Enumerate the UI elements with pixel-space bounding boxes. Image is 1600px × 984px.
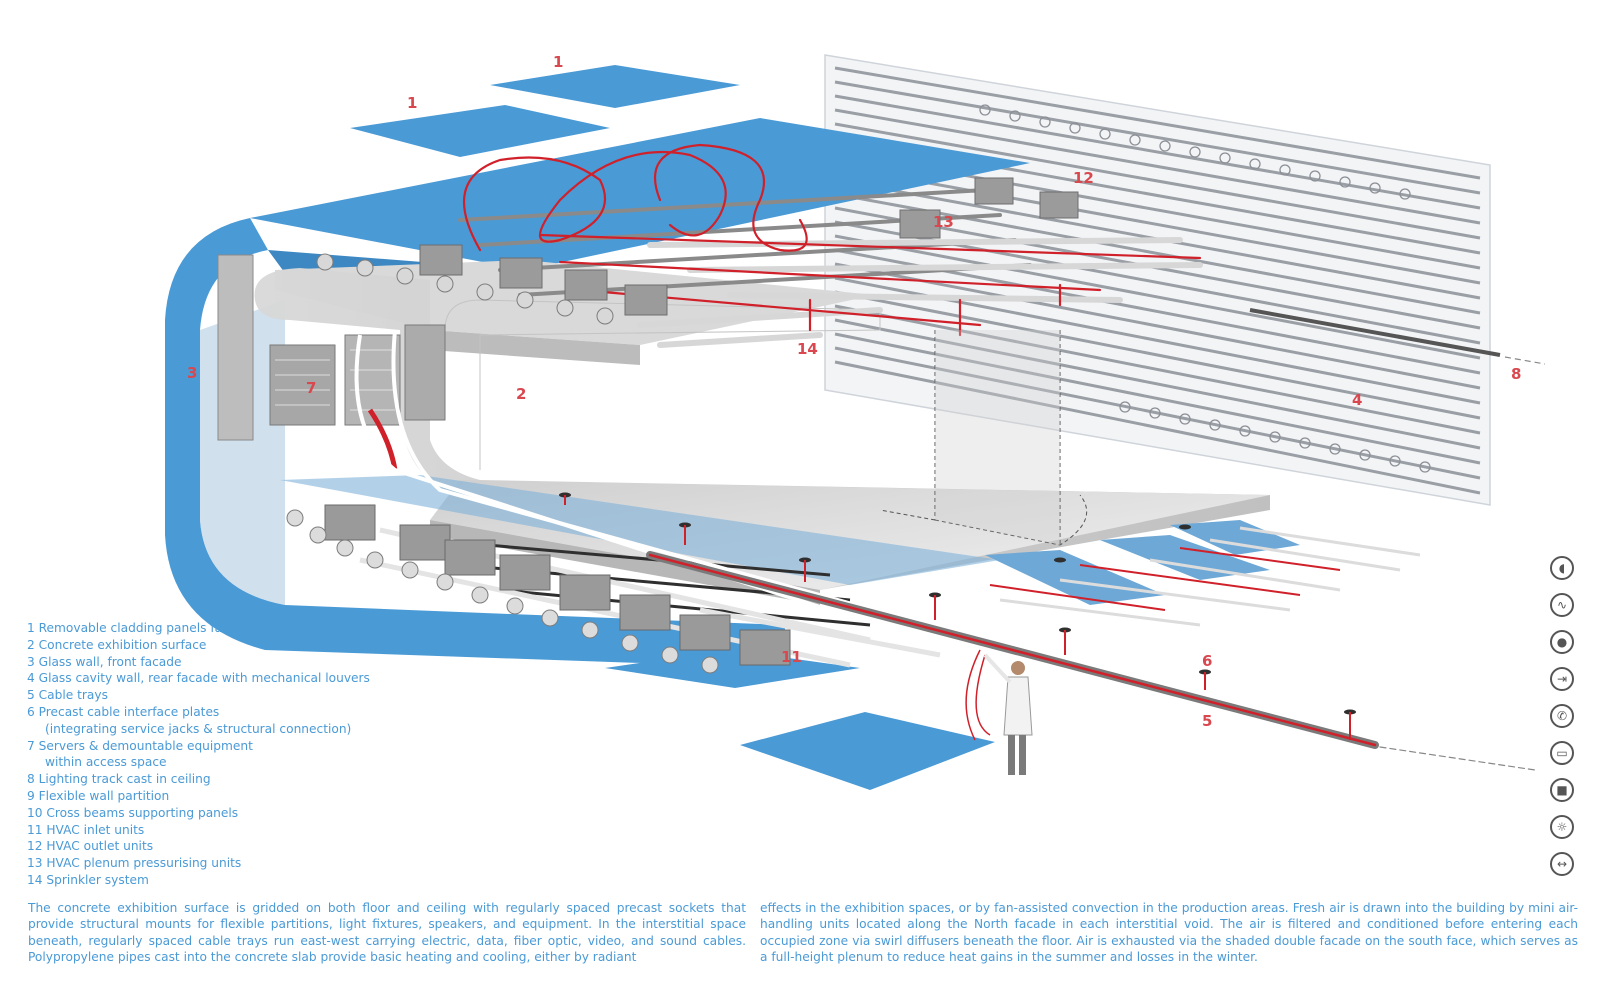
- callout-7: 7: [306, 379, 316, 397]
- callout-14: 14: [797, 340, 818, 358]
- legend-item: 12 HVAC outlet units: [27, 839, 154, 854]
- callout-4: 4: [1352, 391, 1362, 409]
- legend-item: 5 Cable trays: [27, 688, 108, 703]
- floor-substructure: [280, 329, 1536, 771]
- legend-item: 1 Removable cladding panels facing ateli…: [27, 621, 331, 635]
- legend-item: 13 HVAC plenum pressurising units: [27, 856, 242, 871]
- legend-item: 8 Lighting track cast in ceiling: [27, 772, 211, 787]
- legend: 1 Removable cladding panels facing ateli…: [27, 620, 370, 889]
- wave-icon[interactable]: ∿: [1550, 593, 1574, 617]
- person-figure: [965, 649, 1033, 775]
- callout-11: 11: [781, 648, 802, 666]
- legend-item: 9 Flexible wall partition: [27, 788, 170, 803]
- screen-icon[interactable]: ▭: [1550, 741, 1574, 765]
- cladding-panel: [490, 65, 740, 108]
- legend-item: 3 Glass wall, front facade: [27, 654, 182, 669]
- callout-numbers: 1 1 3 2 7 12 13 14 4 8 11 6 5: [187, 53, 1521, 730]
- cladding-panel: [740, 712, 995, 790]
- rear-facade-louvers: [824, 54, 1546, 506]
- microphone-icon[interactable]: ●: [1550, 630, 1574, 654]
- phone-icon[interactable]: ✆: [1550, 704, 1574, 728]
- cladding-panel: [350, 105, 610, 157]
- legend-item-continuation: (integrating service jacks & structural …: [45, 721, 352, 736]
- callout-8: 8: [1511, 365, 1521, 383]
- callout-12: 12: [1073, 169, 1094, 187]
- description-right: effects in the exhibition spaces, or by …: [760, 901, 1578, 964]
- callout-13: 13: [933, 213, 954, 231]
- input-icon[interactable]: ⇥: [1550, 667, 1574, 691]
- camera-icon[interactable]: ■: [1550, 778, 1574, 802]
- callout-1-left: 1: [407, 94, 417, 112]
- server-racks: [217, 254, 446, 471]
- legend-item: 2 Concrete exhibition surface: [27, 637, 207, 652]
- network-icon[interactable]: ↔: [1550, 852, 1574, 876]
- lightbulb-icon[interactable]: ☼: [1550, 815, 1574, 839]
- legend-item-continuation: within access space: [45, 755, 167, 770]
- legend-item: 11 HVAC inlet units: [27, 822, 145, 837]
- callout-6: 6: [1202, 652, 1212, 670]
- legend-item: 4 Glass cavity wall, rear facade with me…: [27, 671, 370, 686]
- speaker-icon[interactable]: ◖: [1550, 556, 1574, 580]
- callout-3: 3: [187, 364, 197, 382]
- legend-item: 7 Servers & demountable equipment: [27, 738, 253, 753]
- legend-item: 14 Sprinkler system: [27, 872, 149, 887]
- callout-1-top: 1: [553, 53, 563, 71]
- ceiling-structure: [316, 143, 1203, 348]
- description-left: The concrete exhibition surface is gridd…: [28, 901, 746, 964]
- side-toolbar: ◖ ∿ ● ⇥ ✆ ▭ ■ ☼ ↔: [1548, 556, 1582, 889]
- callout-2: 2: [516, 385, 526, 403]
- callout-5: 5: [1202, 712, 1212, 730]
- legend-item: 6 Precast cable interface plates: [27, 704, 220, 719]
- legend-item: 10 Cross beams supporting panels: [27, 805, 239, 820]
